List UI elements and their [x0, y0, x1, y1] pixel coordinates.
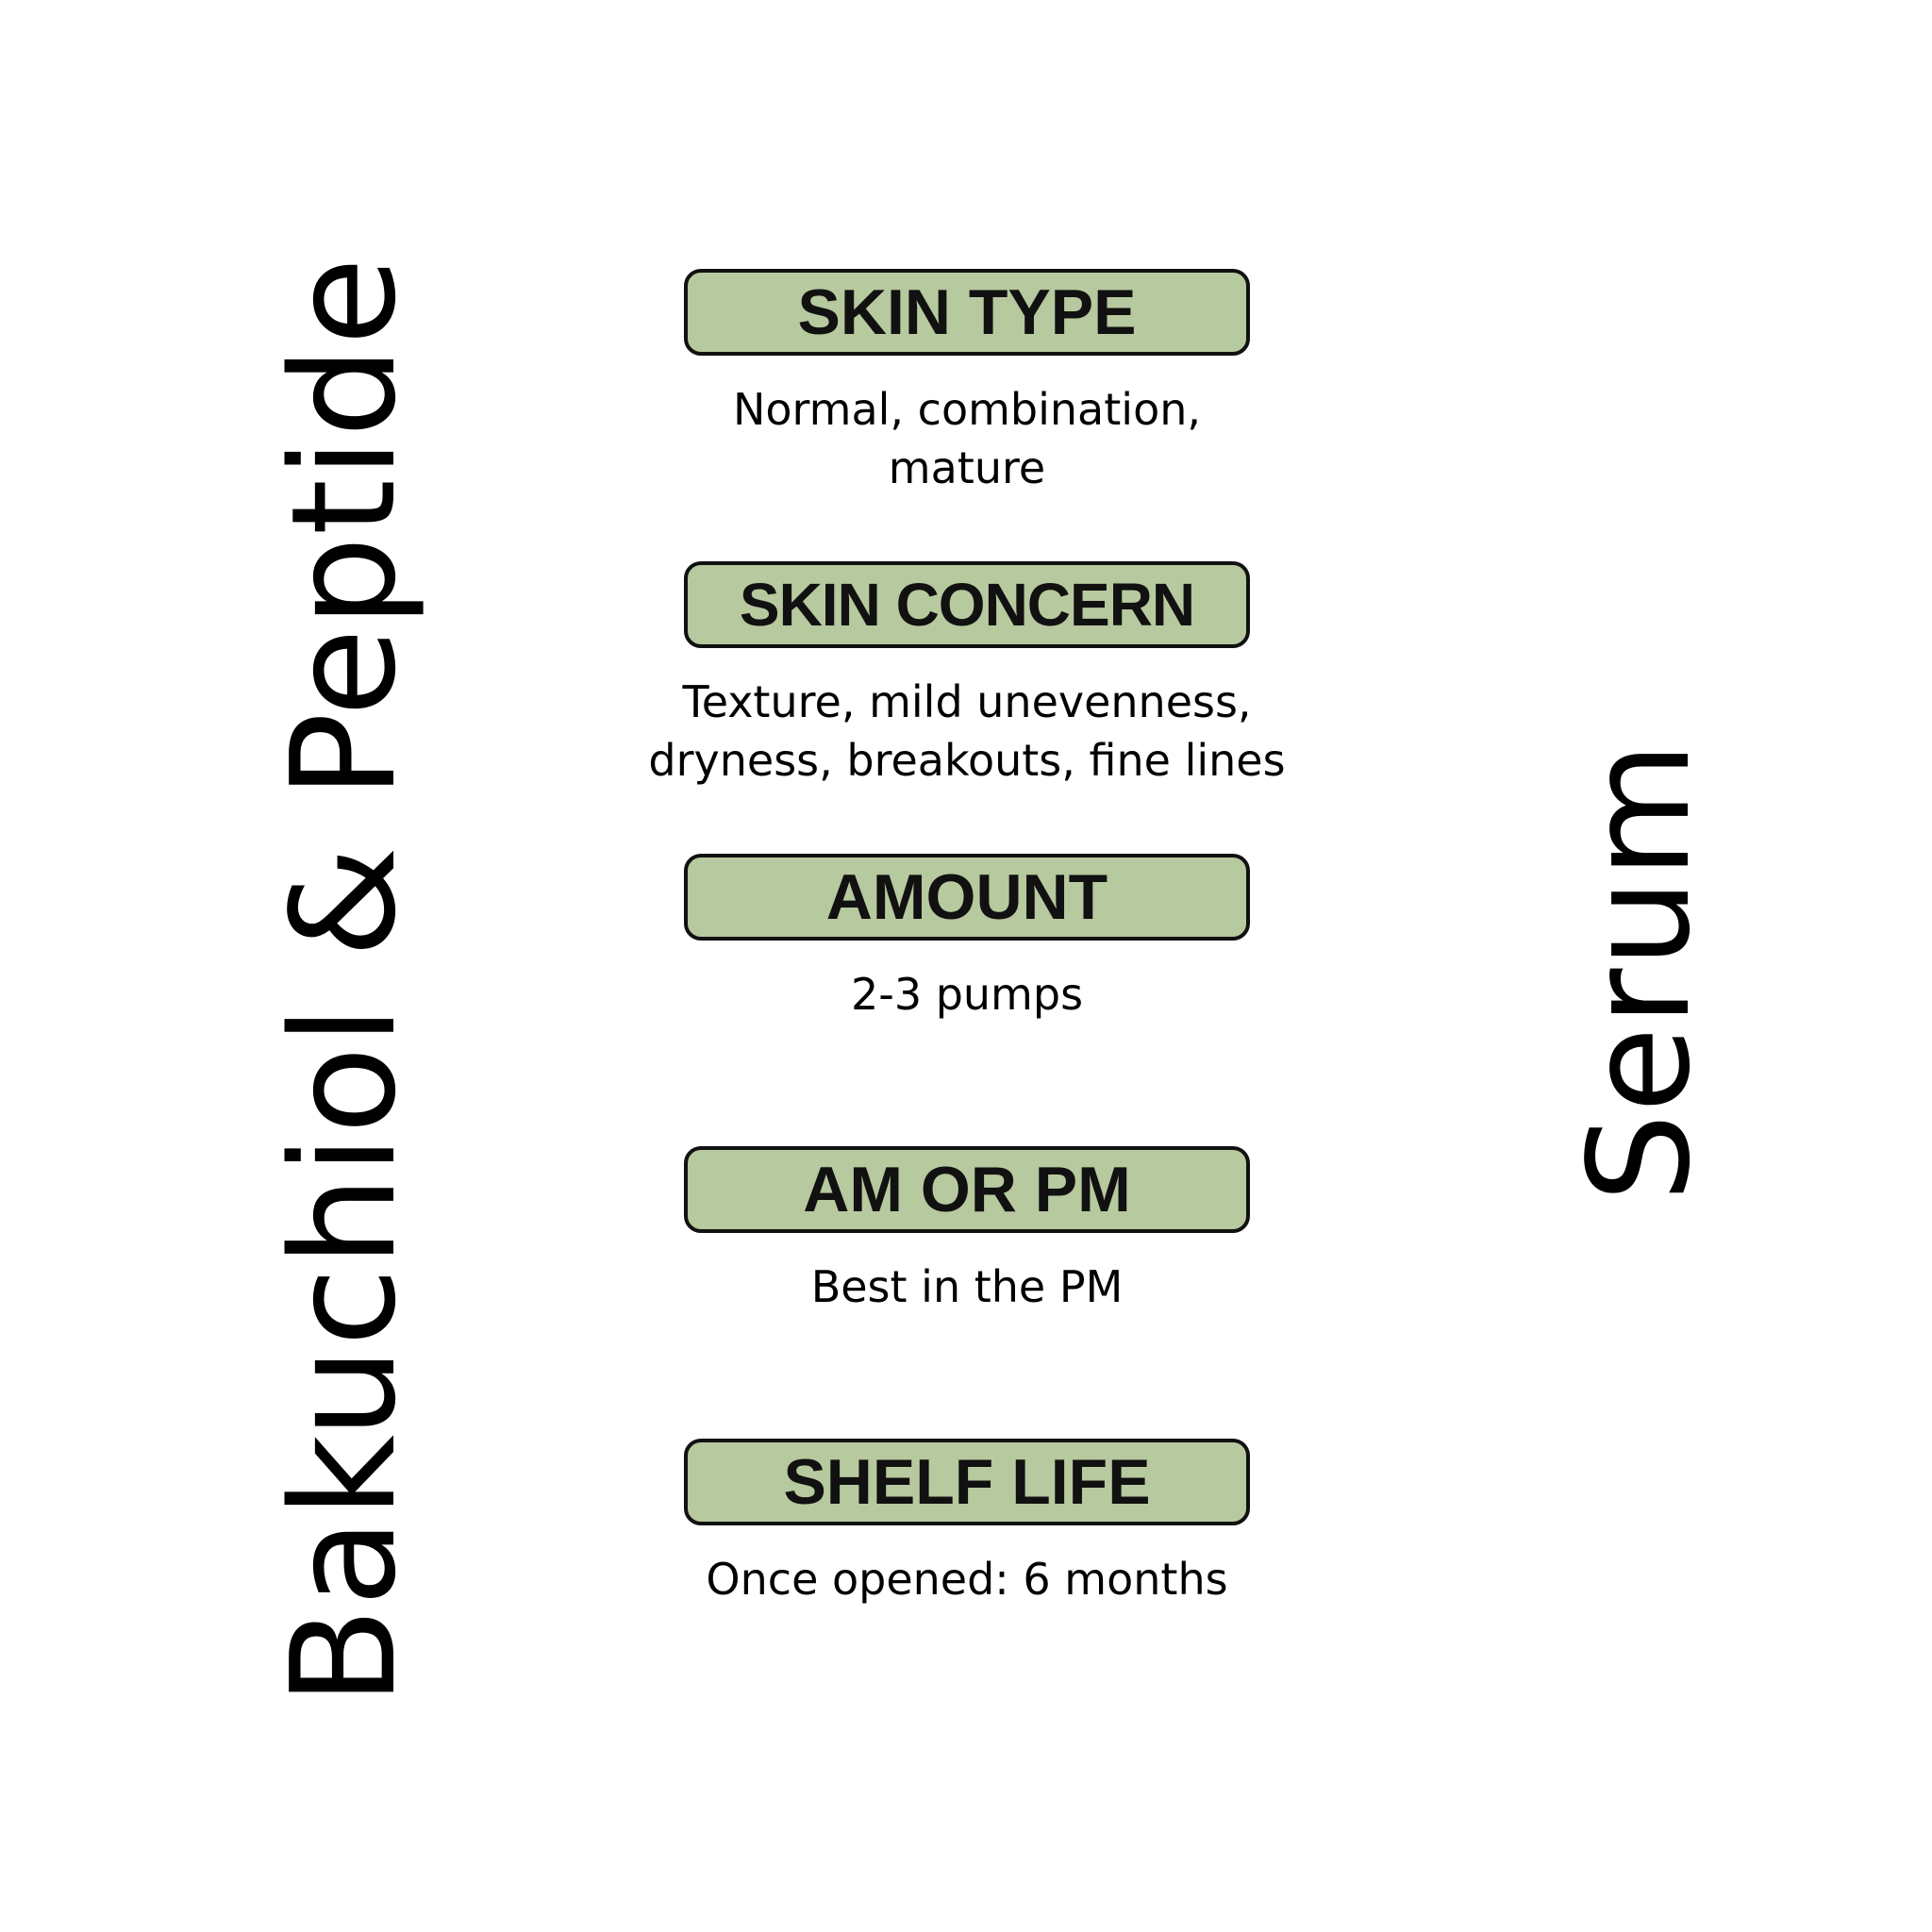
product-name-title: Bakuchiol & Peptide	[260, 256, 427, 1707]
skin-concern-section: SKIN CONCERN Texture, mild unevenness, d…	[566, 561, 1368, 790]
skin-concern-value-line: Texture, mild unevenness,	[682, 676, 1252, 727]
amount-value: 2-3 pumps	[566, 965, 1368, 1024]
skin-concern-label: SKIN CONCERN	[739, 571, 1195, 639]
skin-concern-label-box: SKIN CONCERN	[684, 561, 1250, 648]
skin-concern-value-line: dryness, breakouts, fine lines	[648, 735, 1286, 786]
amount-value-line: 2-3 pumps	[850, 969, 1084, 1020]
am-or-pm-label: AM OR PM	[803, 1154, 1131, 1225]
am-or-pm-value: Best in the PM	[566, 1257, 1368, 1316]
shelf-life-label: SHELF LIFE	[783, 1446, 1151, 1518]
skin-concern-value: Texture, mild unevenness, dryness, break…	[566, 673, 1368, 790]
am-or-pm-value-line: Best in the PM	[810, 1261, 1124, 1312]
skin-type-value-line: mature	[888, 442, 1046, 493]
am-or-pm-label-box: AM OR PM	[684, 1146, 1250, 1233]
shelf-life-value: Once opened: 6 months	[566, 1550, 1368, 1608]
amount-label-box: AMOUNT	[684, 854, 1250, 941]
shelf-life-section: SHELF LIFE Once opened: 6 months	[566, 1439, 1368, 1608]
skin-type-label-box: SKIN TYPE	[684, 269, 1250, 356]
skin-type-value-line: Normal, combination,	[733, 384, 1201, 435]
amount-label: AMOUNT	[825, 861, 1108, 933]
am-or-pm-section: AM OR PM Best in the PM	[566, 1146, 1368, 1316]
skin-type-label: SKIN TYPE	[797, 276, 1137, 348]
product-type-title: Serum	[1558, 741, 1721, 1203]
skin-type-value: Normal, combination, mature	[566, 380, 1368, 497]
amount-section: AMOUNT 2-3 pumps	[566, 854, 1368, 1024]
shelf-life-label-box: SHELF LIFE	[684, 1439, 1250, 1525]
shelf-life-value-line: Once opened: 6 months	[706, 1554, 1228, 1605]
skin-type-section: SKIN TYPE Normal, combination, mature	[566, 269, 1368, 497]
